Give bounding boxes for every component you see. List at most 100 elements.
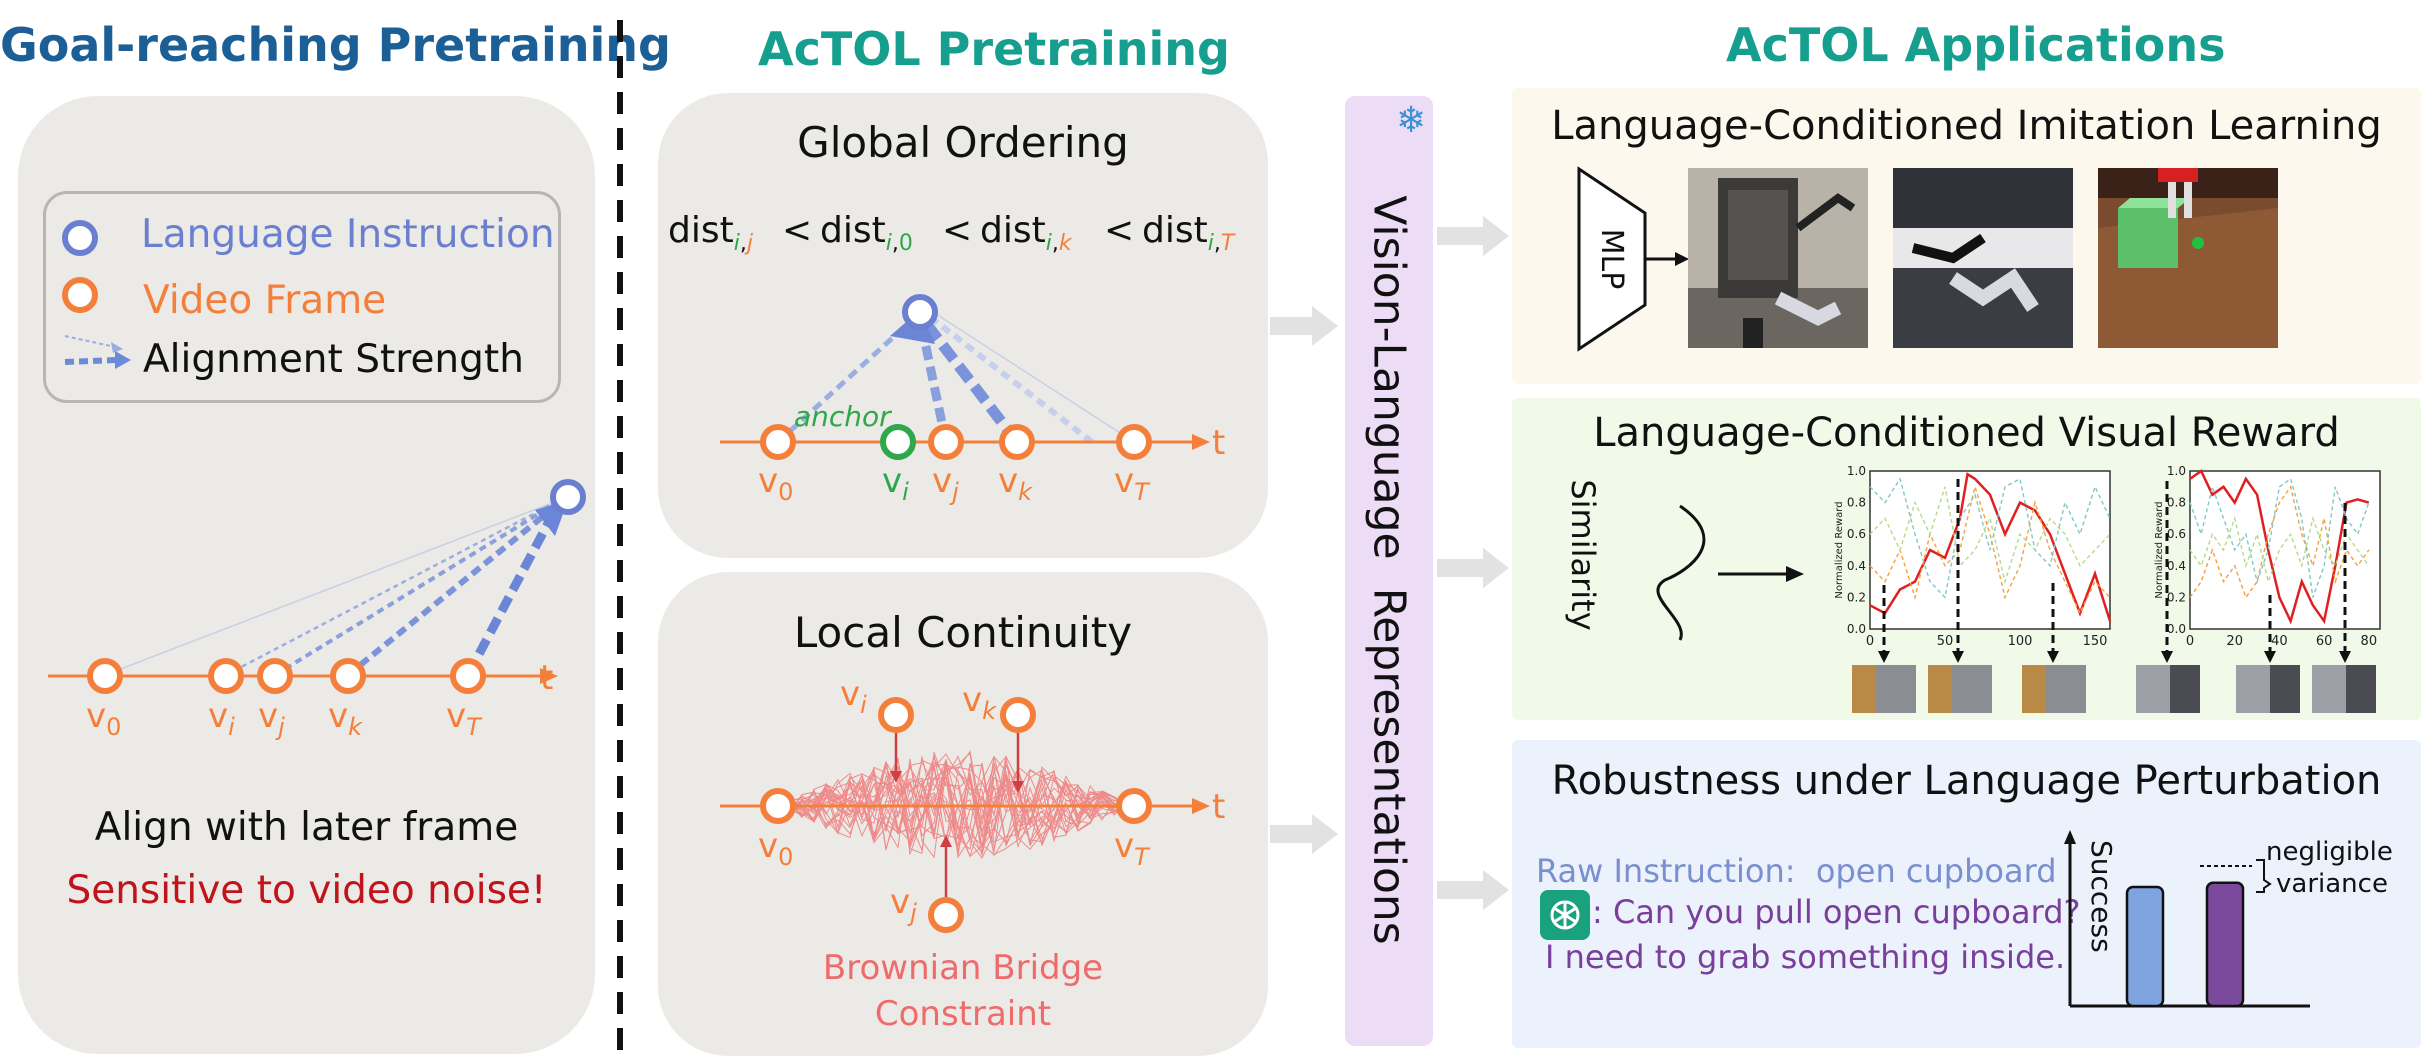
imitation-learning-title: Language-Conditioned Imitation Learning [1551, 103, 2382, 149]
svg-text:v0: v0 [758, 826, 793, 871]
bridge-path [777, 756, 1135, 843]
mlp-block: MLP [1577, 166, 1689, 352]
brownian-bridge-diagram: t vi vk vj v0 vT [720, 675, 1225, 933]
y-tick-label: 0.0 [1847, 622, 1866, 636]
local-continuity-title: Local Continuity [793, 608, 1133, 657]
goal-reaching-title: Goal-reaching Pretraining [0, 18, 671, 72]
legend-box [43, 191, 561, 403]
sensitive-noise-text: Sensitive to video noise! [66, 868, 547, 913]
gpt-question-line2: I need to grab something inside. [1545, 938, 2066, 976]
y-tick-label: 0.4 [2167, 559, 2186, 573]
svg-text:vk: vk [998, 461, 1033, 506]
series-line [1869, 486, 2111, 585]
svg-text:v0: v0 [86, 696, 121, 740]
svg-text:vk: vk [328, 696, 363, 740]
y-tick-label: 0.8 [1847, 496, 1866, 510]
svg-text:<: < [942, 210, 972, 251]
robot-scene-image-2 [1893, 168, 2073, 348]
robot-scene-image-3 [2098, 168, 2278, 348]
video-frame-icon [62, 277, 98, 313]
y-tick-label: 0.6 [1847, 527, 1866, 541]
x-tick-label: 100 [2008, 634, 2033, 649]
success-bar [2125, 885, 2165, 1008]
y-axis-label: Normalized Reward [2154, 501, 2165, 598]
x-tick-label: 50 [1937, 634, 1954, 649]
svg-text:vi: vi [208, 696, 235, 740]
svg-text:disti,j: disti,j [668, 210, 754, 256]
pretrain-to-vl-arrows [1270, 306, 1338, 854]
global-ordering-timeline: t anchor v0 vi vj vk vT [720, 294, 1225, 506]
reward-frame-thumbnails [1852, 665, 2376, 713]
x-tick-label: 0 [2186, 634, 2194, 649]
robustness-panel [1512, 740, 2421, 1048]
bridge-path [777, 762, 1135, 847]
series-line [2189, 515, 2370, 585]
svg-text:disti,k: disti,k [980, 210, 1073, 256]
y-axis-label: Normalized Reward [1834, 501, 1845, 598]
goal-timeline: t v0 vi vj vk vT [48, 479, 586, 740]
x-tick-label: 40 [2271, 634, 2288, 649]
similarity-label: Similarity [1564, 479, 1602, 631]
y-tick-label: 0.8 [2167, 496, 2186, 510]
svg-text:disti,0: disti,0 [820, 210, 913, 256]
variance-label: variance [2276, 869, 2388, 899]
svg-text:vj: vj [890, 882, 917, 927]
global-language-node-icon [902, 294, 938, 330]
language-instruction-icon [62, 220, 98, 256]
bridge-path [777, 753, 1135, 856]
bridge-path [777, 760, 1135, 859]
y-tick-label: 0.2 [2167, 590, 2186, 604]
svg-text:<: < [1104, 210, 1134, 251]
global-ordering-panel [658, 93, 1268, 558]
x-tick-label: 150 [2083, 634, 2108, 649]
series-line [1869, 484, 2111, 615]
y-tick-label: 0.4 [1847, 559, 1866, 573]
svg-text:vT: vT [1114, 461, 1151, 506]
vl-to-apps-arrows [1437, 216, 1509, 910]
legend-language-label: Language Instruction [141, 212, 555, 257]
vision-language-bar [1345, 96, 1433, 1046]
svg-text:<: < [782, 210, 812, 251]
bridge-path [777, 766, 1135, 835]
series-line [1869, 477, 2111, 599]
openai-logo-icon [1540, 890, 1590, 940]
vision-language-label: Vision-Language Representations [1363, 195, 1415, 945]
svg-text:vi: vi [840, 675, 867, 719]
brownian-caption-1: Brownian Bridge [822, 948, 1104, 988]
success-bar [2205, 881, 2245, 1008]
series-line [2189, 485, 2370, 599]
y-tick-label: 0.6 [2167, 527, 2186, 541]
brownian-caption-2: Constraint [874, 994, 1052, 1034]
actol-applications-title: AcTOL Applications [1726, 18, 2226, 72]
svg-text:vk: vk [962, 680, 997, 725]
svg-text:t: t [1212, 787, 1225, 827]
svg-text:v0: v0 [758, 461, 793, 506]
mlp-label: MLP [1594, 229, 1629, 290]
goal-reaching-panel [18, 96, 595, 1054]
success-bar-chart: Success negligible variance [2064, 830, 2393, 1008]
legend-alignment-label: Alignment Strength [143, 337, 524, 382]
x-tick-label: 80 [2361, 634, 2378, 649]
legend-symbols [62, 220, 131, 369]
language-node-icon [550, 479, 586, 515]
svg-text:disti,T: disti,T [1142, 210, 1236, 256]
goal-t-label: t [540, 658, 553, 698]
robustness-title: Robustness under Language Perturbation [1551, 758, 2382, 804]
legend-video-label: Video Frame [143, 278, 387, 323]
reward-charts: 0.0 0.2 0.4 0.6 0.8 1.0 0 50 100 150 Normalized Re… [1834, 465, 2381, 713]
svg-text:vT: vT [446, 696, 483, 740]
ordering-formula: disti,j < disti,0 < disti,k < disti,T [668, 210, 1236, 256]
actol-pretraining-title: AcTOL Pretraining [758, 22, 1230, 76]
bridge-path [777, 755, 1135, 858]
robot-scene-image-1 [1688, 168, 1868, 348]
series-line [2189, 469, 2370, 625]
align-later-text: Align with later frame [94, 805, 519, 850]
y-tick-label: 1.0 [1847, 465, 1866, 478]
visual-reward-title: Language-Conditioned Visual Reward [1593, 410, 2340, 456]
raw-instruction-value: open cupboard [1815, 852, 2057, 890]
x-tick-label: 60 [2316, 634, 2333, 649]
bridge-path [777, 755, 1135, 846]
similarity-curve [1656, 504, 1804, 641]
y-tick-label: 0.0 [2167, 622, 2186, 636]
raw-instruction-label: Raw Instruction: [1536, 852, 1796, 890]
